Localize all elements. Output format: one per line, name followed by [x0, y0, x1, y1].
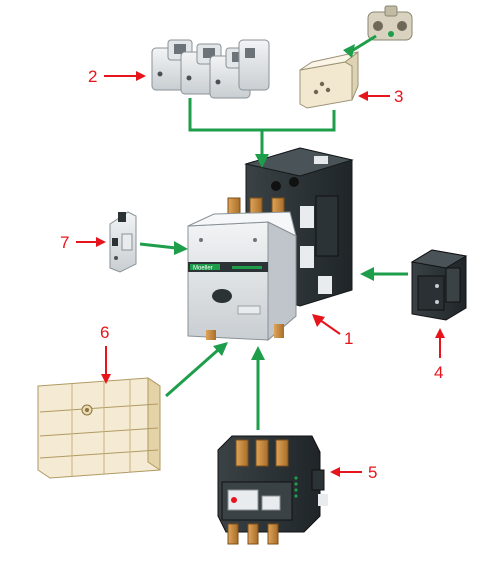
- side-module-part-4: [410, 249, 468, 321]
- callout-number-7: 7: [60, 233, 69, 252]
- auxiliary-plug-part: [367, 5, 413, 41]
- terminal-cover-part-6: [37, 377, 161, 479]
- main-contactor-part-1: Moeller: [187, 147, 354, 342]
- overload-relay-part-5: [217, 435, 328, 545]
- callout-number-6: 6: [100, 323, 109, 342]
- callout-7: 7: [60, 233, 106, 252]
- callout-1: 1: [312, 314, 353, 348]
- callout-number-5: 5: [368, 463, 377, 482]
- callout-3: 3: [358, 87, 403, 106]
- green-assembly-arrows: [139, 34, 408, 430]
- callout-6: 6: [100, 323, 111, 384]
- device-brand-label: Moeller: [193, 266, 213, 272]
- callout-4: 4: [434, 328, 445, 382]
- callout-number-3: 3: [394, 87, 403, 106]
- callout-number-4: 4: [434, 363, 443, 382]
- terminal-shroud-part-2: [151, 39, 270, 99]
- callout-5: 5: [330, 463, 377, 482]
- bracket-part-3: [299, 50, 359, 109]
- callout-number-1: 1: [344, 329, 353, 348]
- callout-number-2: 2: [88, 67, 97, 86]
- auxiliary-contact-part-7: [109, 211, 137, 273]
- callout-2: 2: [88, 67, 146, 86]
